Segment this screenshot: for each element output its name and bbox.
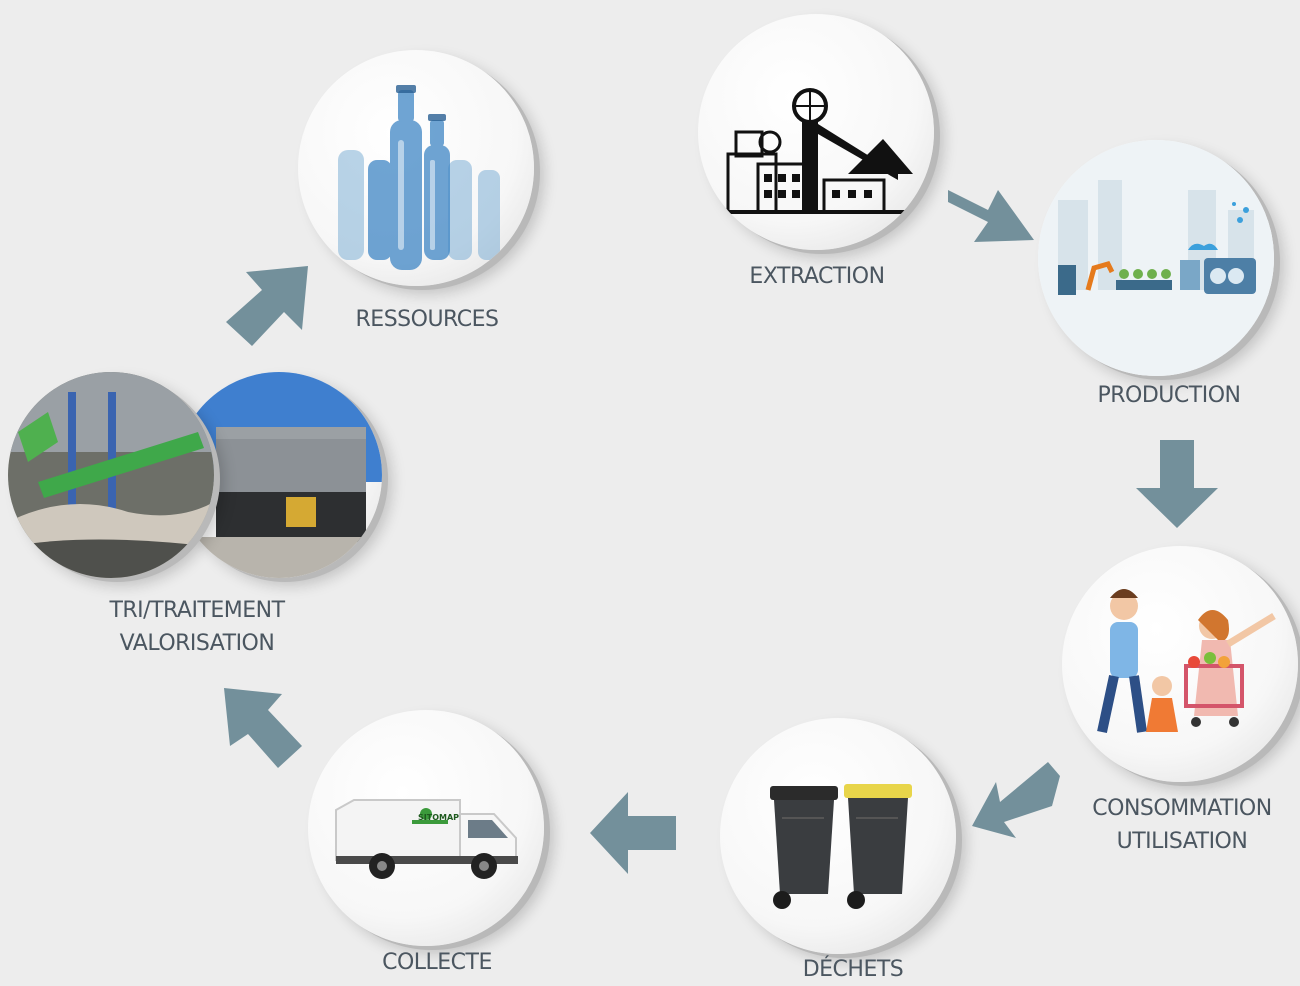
garbage-truck-icon [335,799,518,879]
family-shopping-icon [1097,589,1276,734]
tri-node-front [8,372,218,582]
consommation-node [1062,546,1300,786]
production-node [1038,140,1278,380]
extraction-image [698,14,934,250]
tri-line2: VALORISATION [119,631,275,656]
production-image [1038,140,1274,376]
ressources-image [298,50,534,286]
extraction-node [698,14,938,254]
sorting-plant-icon [8,372,214,578]
dechets-label: DÉCHETS [802,957,904,982]
plastic-bottles-icon [338,85,500,270]
ressources-node [298,50,538,290]
consommation-line1: CONSOMMATION [1092,796,1272,821]
production-label: PRODUCTION [1097,383,1241,408]
arrow-dechets-to-collecte [590,792,676,874]
extraction-label: EXTRACTION [749,264,885,289]
arrow-tri-to-ressources [226,266,308,346]
factory-line-icon [1038,140,1274,376]
arrow-consommation-to-dechets [972,762,1060,838]
mine-headframe-icon [718,88,918,214]
collecte-label: COLLECTE [382,950,492,975]
consommation-image [1062,546,1298,782]
arrow-production-to-consommation [1136,440,1218,528]
waste-bins-icon [770,784,912,909]
arrow-extraction-to-production [948,190,1034,242]
dechets-node [720,718,960,958]
arrow-collecte-to-tri [224,688,302,768]
consommation-line2: UTILISATION [1116,829,1248,854]
dechets-image [720,718,956,954]
consommation-label: CONSOMMATION UTILISATION [1072,792,1292,858]
tri-label: TRI/TRAITEMENT VALORISATION [86,594,308,660]
truck-logo-text: SITOMAP [418,813,460,822]
tri-sorting-image [8,372,214,578]
collecte-image: SITOMAP [308,710,544,946]
collecte-node: SITOMAP [308,710,548,950]
ressources-label: RESSOURCES [355,307,499,332]
tri-line1: TRI/TRAITEMENT [109,598,285,623]
